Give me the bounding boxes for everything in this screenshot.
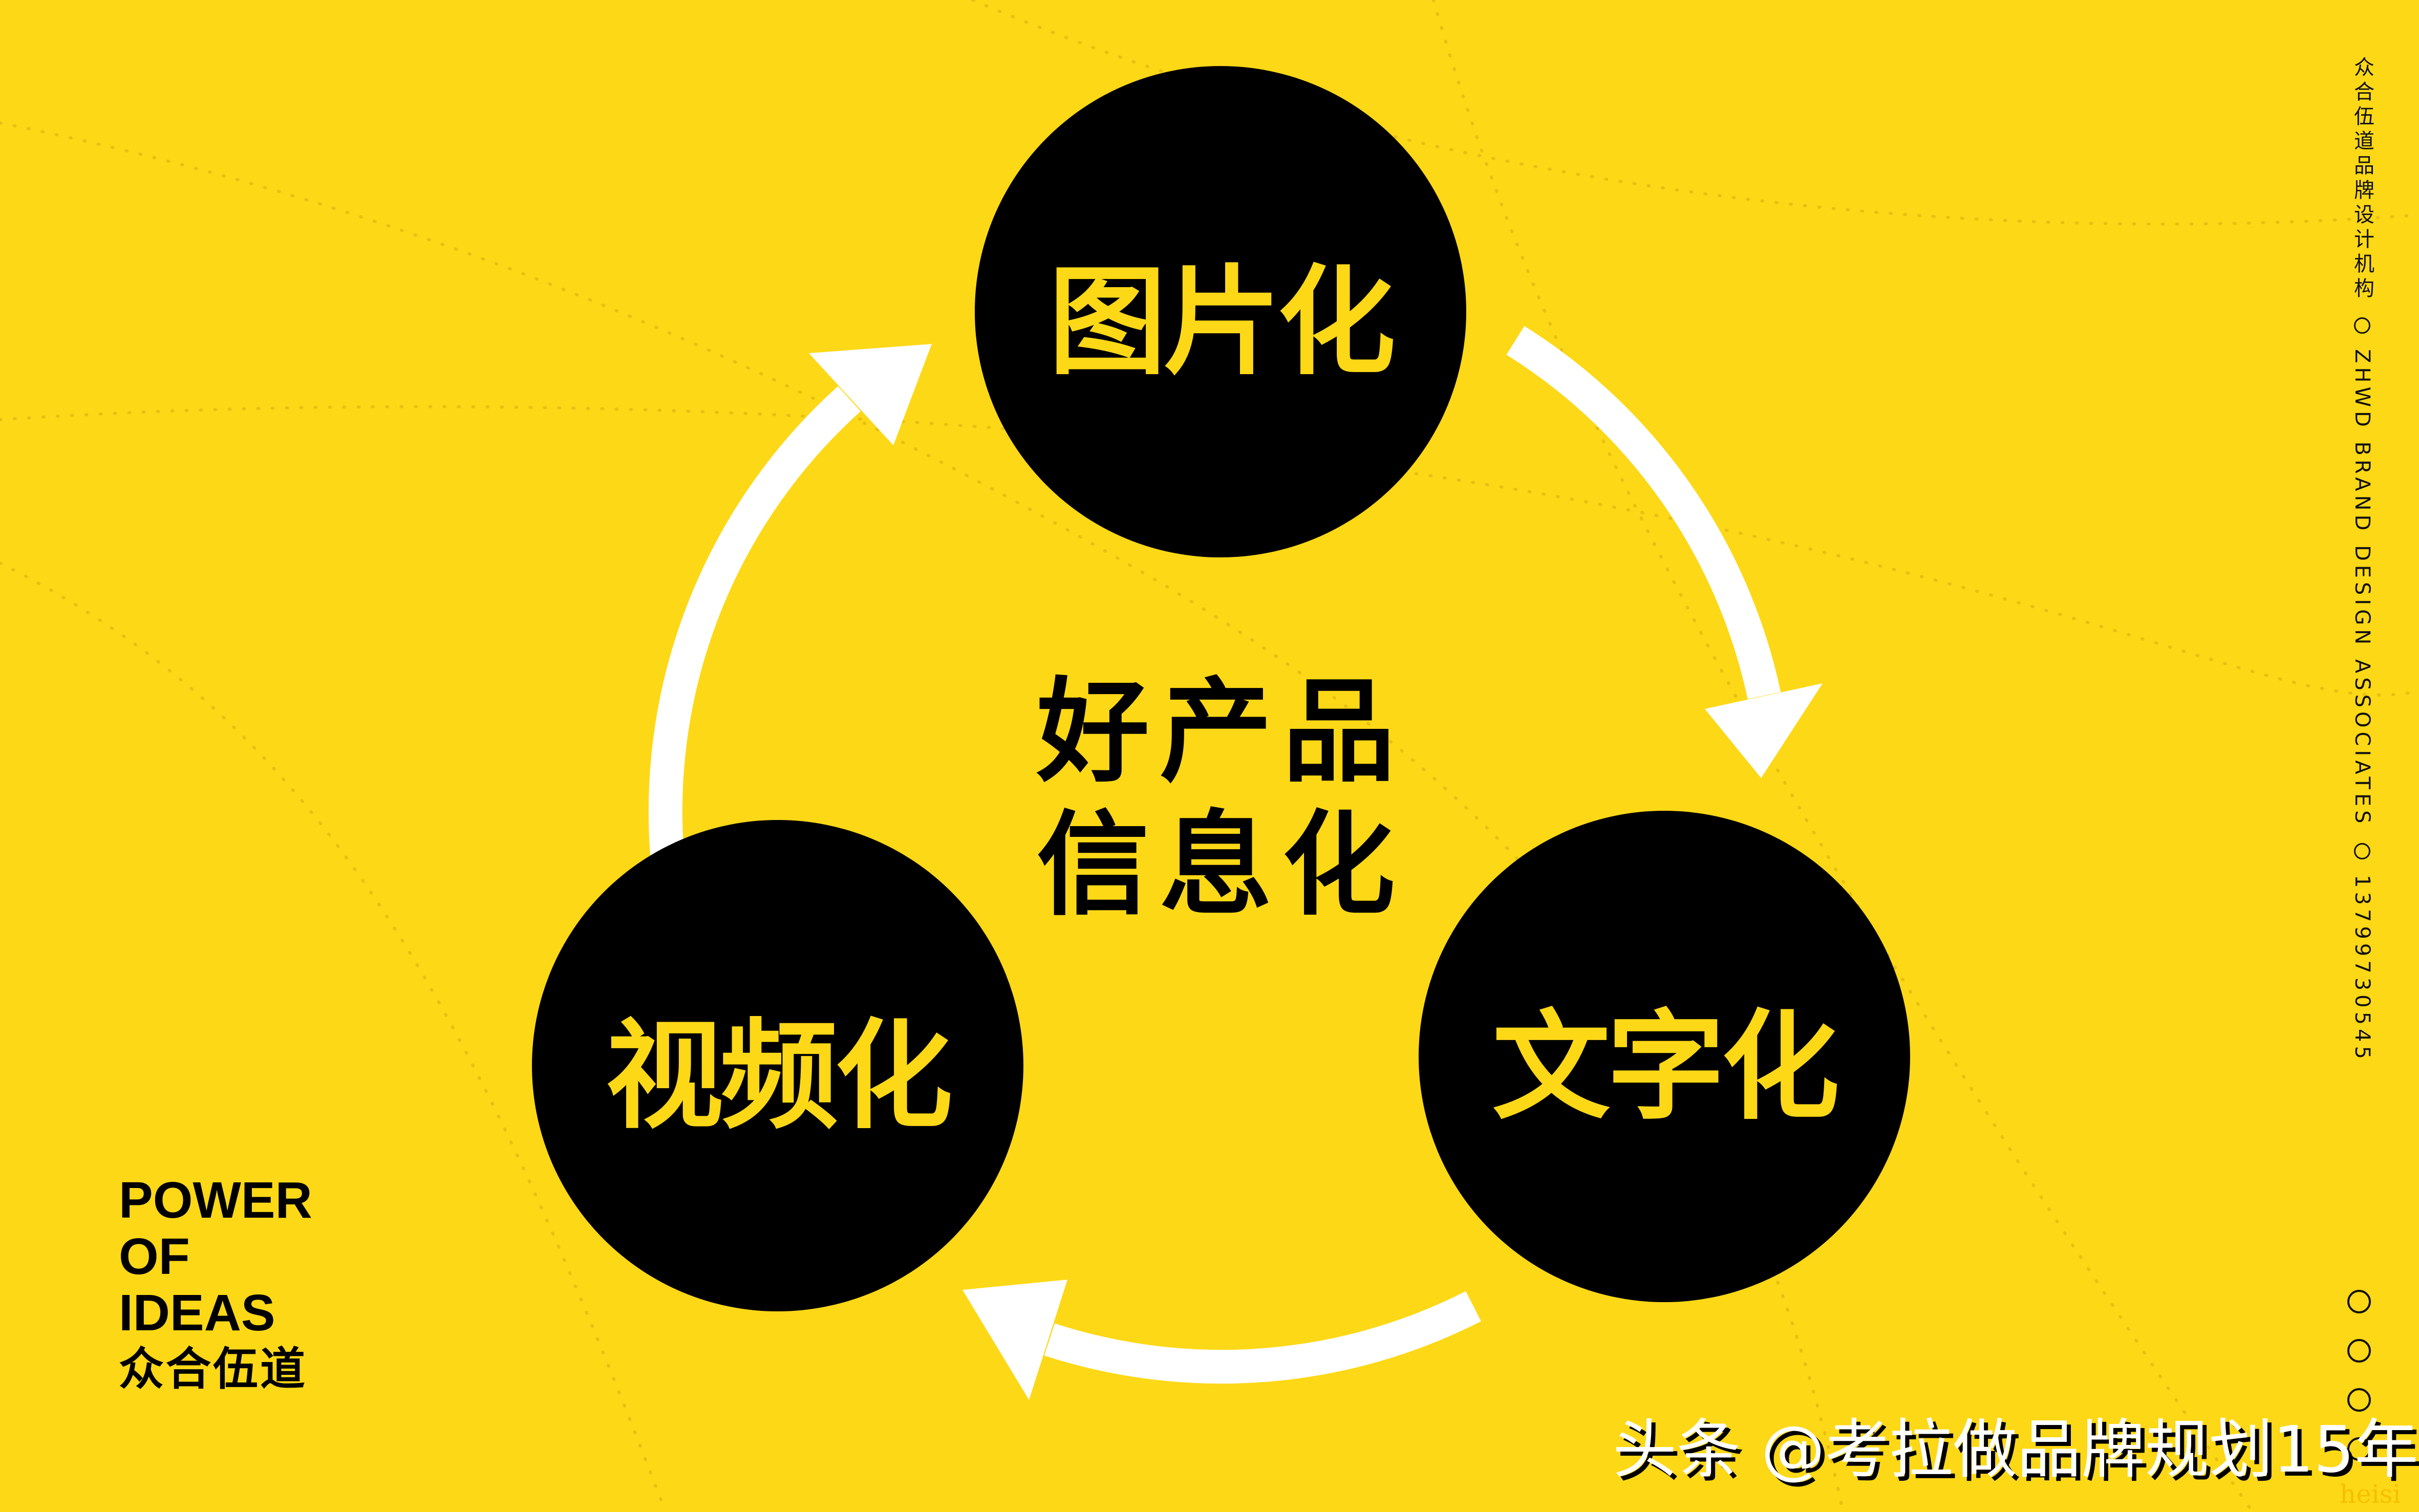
brand-logo: POWER OF IDEAS 众合伍道 [119,1172,312,1397]
side-credits: 众合伍道品牌设计机构 ZHWD BRAND DESIGN ASSOCIATES … [2347,56,2377,1063]
arrowhead-icon [809,344,932,445]
center-title: 好产品 信息化 [1014,665,1428,932]
center-line-2: 信息化 [1036,800,1405,931]
node-label: 文字化 [1492,999,1839,1136]
side-en: ZHWD BRAND DESIGN ASSOCIATES [2350,349,2374,828]
node-left: 视频化 [532,820,1023,1311]
stroke-icon [2347,1388,2371,1412]
watermark: 头条 @考拉做品牌规划15年 [1613,1413,2418,1487]
arrowhead-icon [962,1280,1067,1400]
center-line-1: 好产品 [1036,666,1405,797]
side-phone: 13799730545 [2350,874,2374,1063]
corner-icons [2347,1290,2371,1461]
side-cn: 众合伍道品牌设计机构 [2350,56,2374,302]
logo-cn: 众合伍道 [119,1343,308,1395]
arrow-left-to-top [648,386,861,861]
node-top: 图片化 [975,66,1466,557]
arrow-top-to-right [1506,326,1781,699]
seal-icon [2354,317,2370,334]
seal-icon [2347,1290,2371,1313]
cycle-arrows [648,326,1781,1384]
node-label: 视频化 [605,1008,953,1145]
node-right: 文字化 [1419,811,1910,1302]
circle-icon [2347,1437,2371,1461]
brush-icon [2347,1339,2371,1363]
arrowhead-icon [1705,683,1823,778]
logo-line: OF [119,1228,190,1285]
logo-line: POWER [119,1172,312,1229]
corner-mark: heisi [2340,1479,2401,1509]
node-label: 图片化 [1048,254,1396,391]
arrow-right-to-left [1044,1291,1481,1384]
logo-line: IDEAS [119,1284,275,1342]
seal-icon [2354,843,2370,859]
